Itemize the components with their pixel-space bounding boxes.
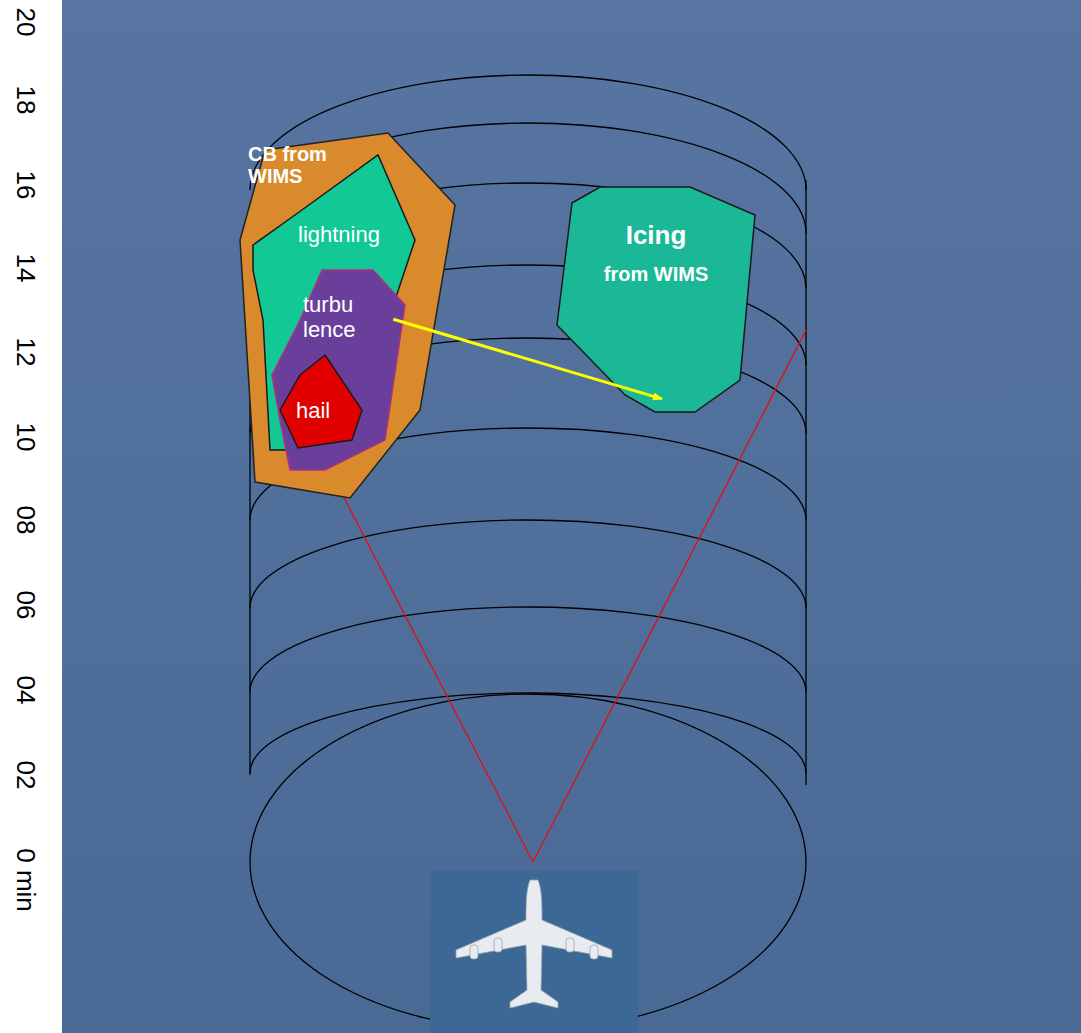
hail-region: hail <box>278 353 364 450</box>
time-tick-label: 06 <box>11 561 41 649</box>
turbulence-region: turbu lence hail <box>270 268 407 473</box>
region-label: CB from WIMS <box>248 143 368 188</box>
time-tick-label: 02 <box>11 731 41 819</box>
time-tick-label: 04 <box>11 646 41 734</box>
region-label: hail <box>296 399 356 424</box>
region-label: from WIMS <box>555 263 757 285</box>
time-tick-label: 12 <box>11 308 41 396</box>
range-arc <box>250 693 806 773</box>
region-outline <box>555 185 757 415</box>
time-tick-label: 16 <box>11 141 41 229</box>
icing-region: Icing from WIMS <box>555 185 757 415</box>
time-tick-label: 14 <box>11 224 41 312</box>
region-label: turbu lence <box>303 293 375 342</box>
region-label: Icing <box>555 221 757 250</box>
time-tick-label: 10 <box>11 393 41 481</box>
time-tick-label: 08 <box>11 476 41 564</box>
region-label: lightning <box>298 223 408 248</box>
time-tick-label: 20 <box>11 0 41 66</box>
airplane-photo <box>430 870 638 1033</box>
cb-region: CB from WIMS lightning turbu lence hail <box>238 133 456 499</box>
movement-arrow <box>393 319 662 399</box>
time-tick-label: 18 <box>11 56 41 144</box>
time-tick-label: 0 min <box>11 836 41 924</box>
range-arc <box>250 520 806 608</box>
range-arc <box>250 607 806 692</box>
lightning-region: lightning turbu lence hail <box>252 155 417 452</box>
